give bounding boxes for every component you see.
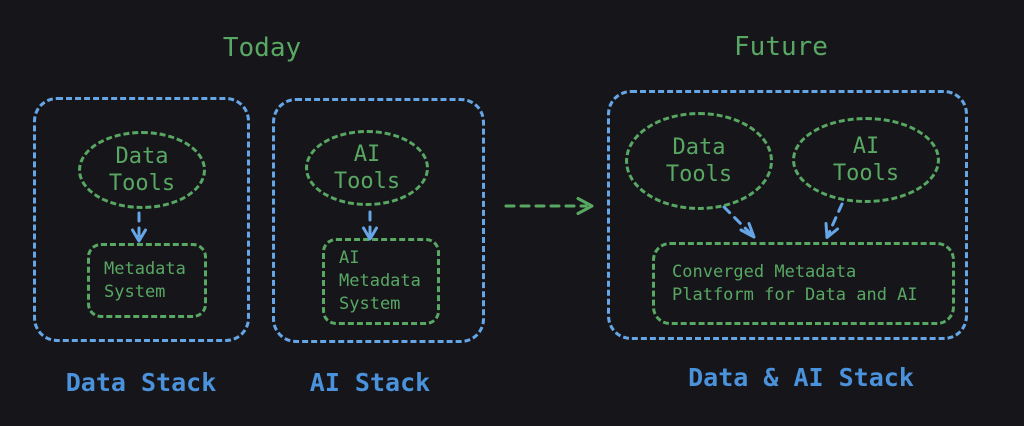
data-ai-stack-box (607, 90, 968, 340)
data-tools-ellipse: Data Tools (78, 131, 206, 209)
ai-stack-label: AI Stack (309, 368, 431, 397)
future-data-tools-ellipse: Data Tools (625, 112, 773, 210)
data-stack-label: Data Stack (65, 368, 217, 397)
data-ai-stack-label: Data & AI Stack (688, 363, 914, 392)
ai-metadata-system-box: AI Metadata System (322, 238, 440, 325)
ai-tools-ellipse: AI Tools (305, 130, 429, 206)
metadata-system-box: Metadata System (87, 243, 207, 318)
data-stack-box (33, 97, 250, 342)
today-section-title: Today (222, 33, 302, 63)
future-ai-tools-ellipse: AI Tools (792, 117, 940, 203)
future-section-title: Future (734, 32, 828, 62)
ai-stack-box (272, 98, 485, 343)
today-to-future-arrow (504, 197, 594, 215)
converged-metadata-platform-box: Converged Metadata Platform for Data and… (652, 242, 955, 325)
